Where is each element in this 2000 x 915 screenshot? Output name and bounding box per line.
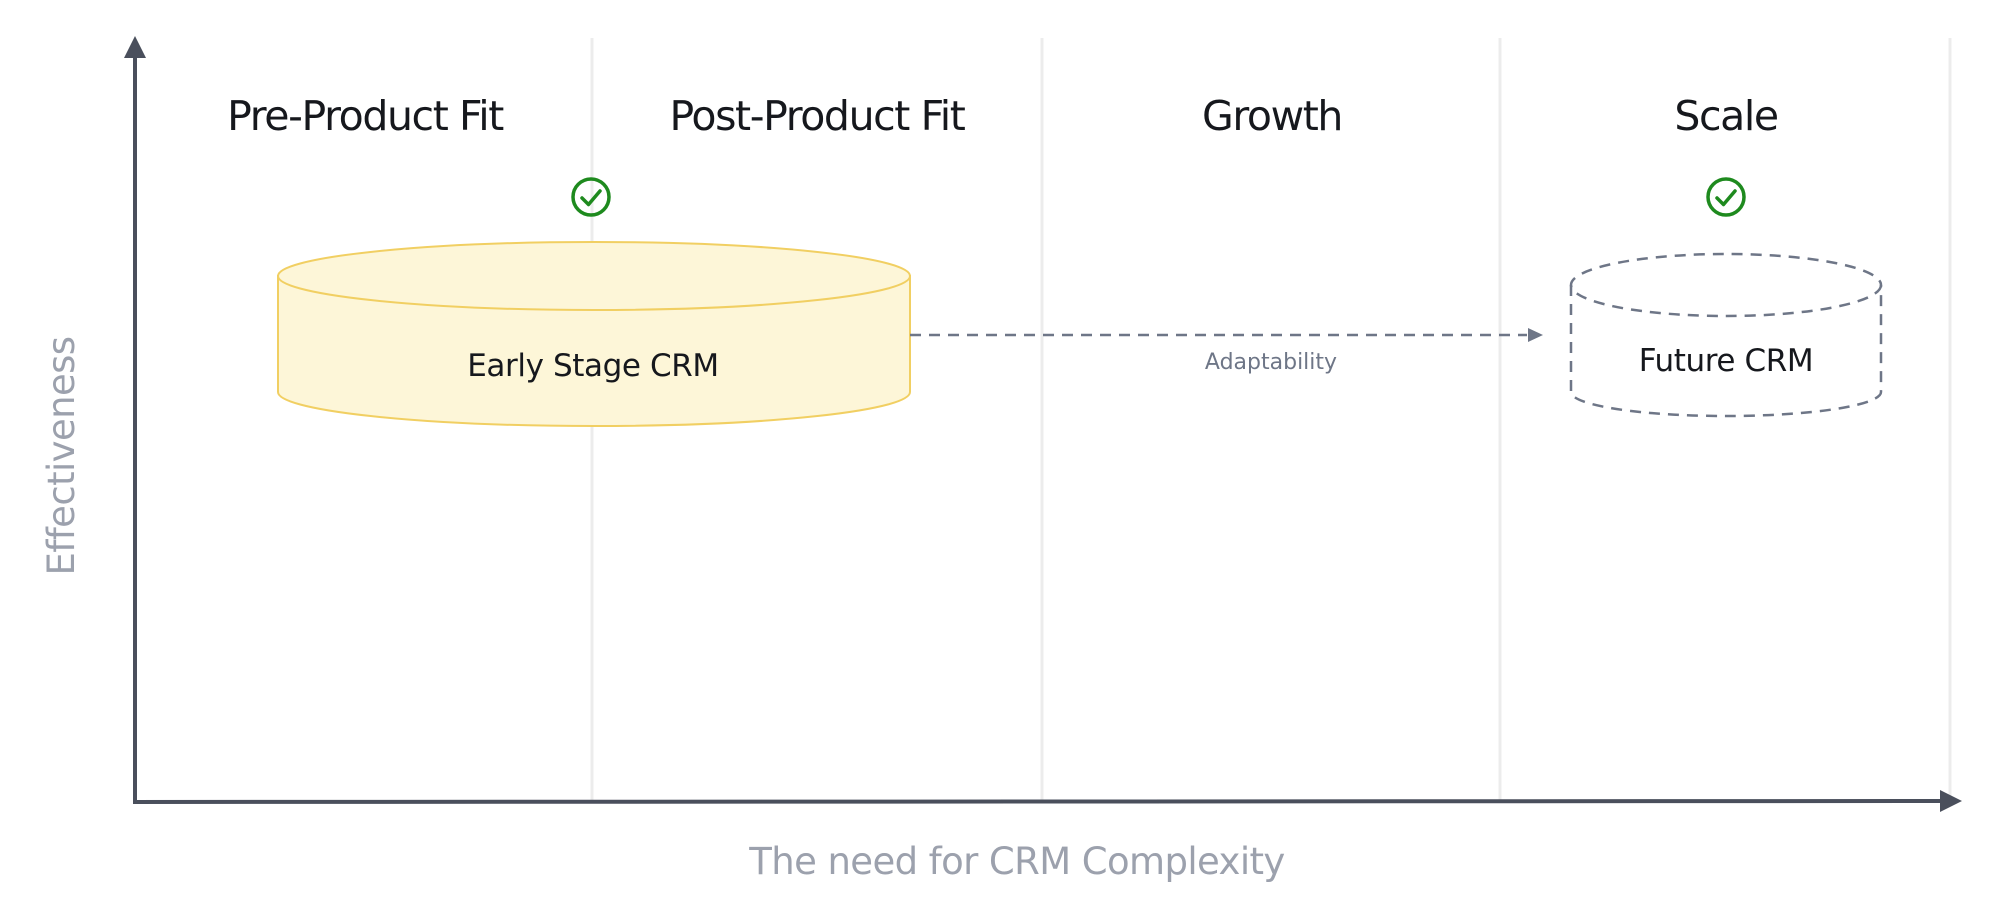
x-axis-arrowhead	[1940, 790, 1962, 812]
future-crm-cylinder	[1569, 252, 1883, 418]
y-axis-arrowhead	[124, 36, 146, 58]
connector-arrowhead-icon	[1528, 328, 1543, 342]
stage-title-post-product-fit: Post-Product Fit	[670, 92, 966, 140]
early-stage-crm-label: Early Stage CRM	[467, 348, 719, 384]
y-axis-label: Effectiveness	[40, 337, 83, 576]
stage-title-growth: Growth	[1202, 92, 1342, 140]
future-crm-label: Future CRM	[1639, 343, 1814, 379]
x-axis-line	[132, 799, 1943, 804]
stage-title-scale: Scale	[1674, 92, 1777, 140]
check-circle-icon	[571, 177, 611, 217]
stage-title-pre-product-fit: Pre-Product Fit	[227, 92, 504, 140]
early-stage-crm-cylinder	[277, 241, 911, 427]
check-circle-icon	[1706, 177, 1746, 217]
x-axis-label: The need for CRM Complexity	[748, 840, 1284, 883]
adaptability-label: Adaptability	[1205, 350, 1337, 375]
